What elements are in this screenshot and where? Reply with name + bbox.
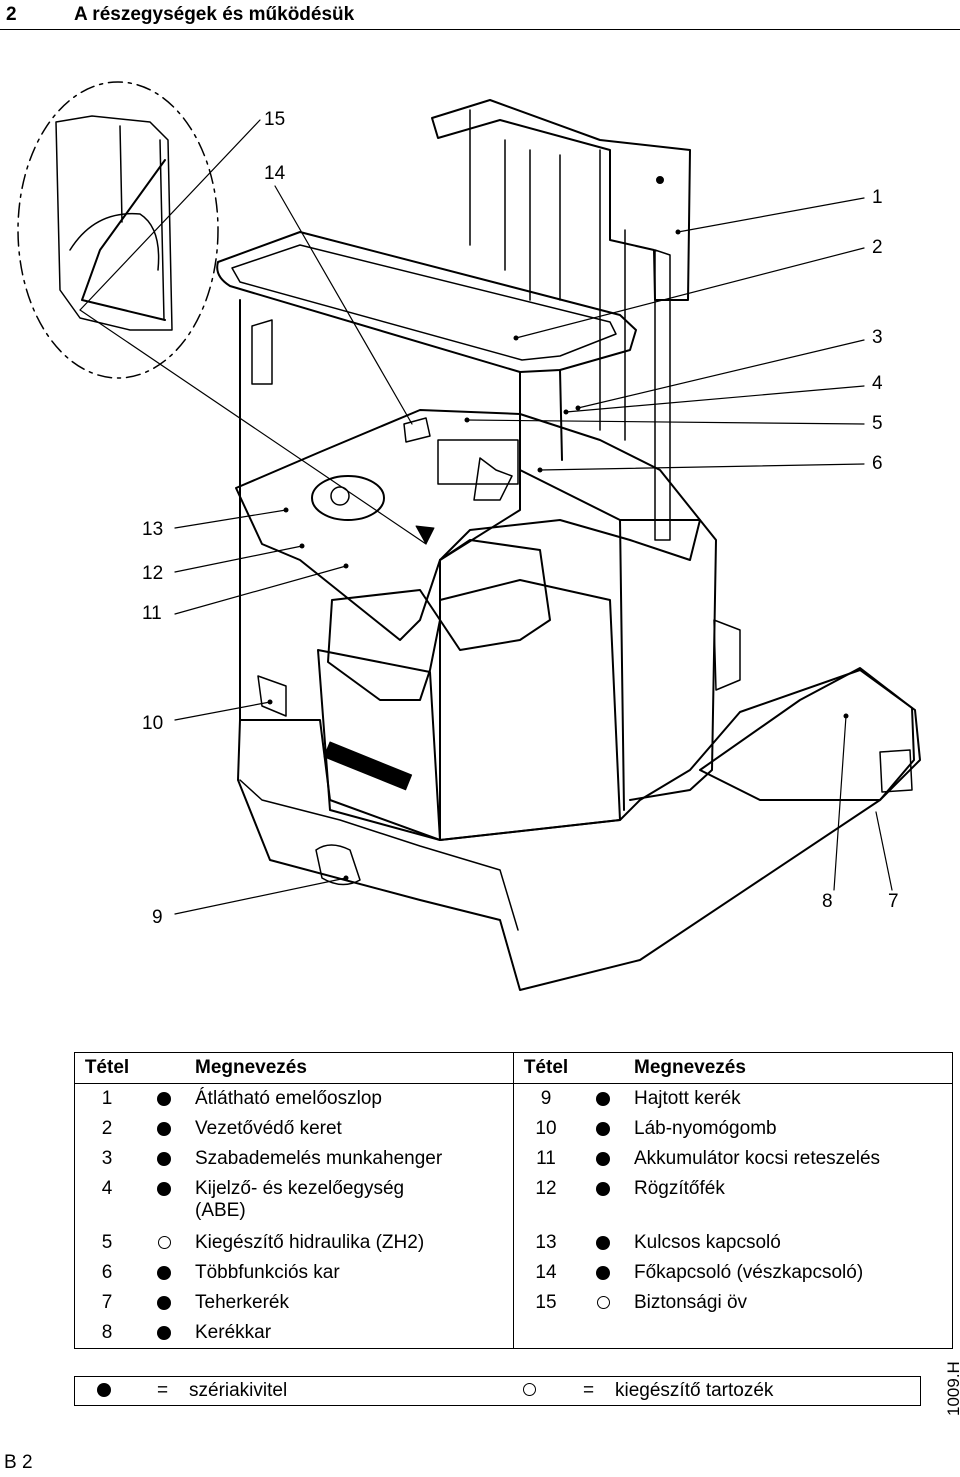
parts-table: Tétel Megnevezés Tétel Megnevezés 1 Átlá… [74,1052,953,1349]
section-number: 2 [6,4,17,25]
serial-dot-icon [157,1265,171,1280]
callout-5: 5 [872,413,883,434]
table-header-row: Tétel Megnevezés Tétel Megnevezés [74,1052,953,1084]
serial-dot-icon [157,1121,171,1136]
forklift-figure: 15 14 1 2 3 4 5 6 13 12 11 10 9 8 7 [0,34,960,1034]
header-item-left: Tétel [74,1052,139,1084]
serial-dot-icon [596,1091,610,1106]
optional-circle-icon [596,1296,610,1310]
serial-dot-icon [157,1295,171,1310]
table-row: 3 Szabademelés munkahenger 11 Akkumuláto… [75,1144,953,1174]
legend-equals-1: = [157,1380,169,1401]
legend-optional-label: kiegészítő tartozék [615,1380,774,1401]
optional-circle-icon [523,1383,536,1396]
table-row: 7 Teherkerék 15 Biztonsági öv [75,1288,953,1318]
serial-dot-icon [596,1235,610,1250]
detail-seat [55,115,173,331]
serial-dot-icon [596,1181,610,1196]
legend-equals-2: = [583,1380,595,1401]
legend-serial-label: szériakivitel [189,1380,288,1401]
callout-10: 10 [142,713,164,734]
callout-2: 2 [872,237,883,258]
callout-3: 3 [872,327,883,348]
optional-circle-icon [157,1236,171,1250]
table-row: 2 Vezetővédő keret 10 Láb-nyomógomb [75,1114,953,1144]
table-row: 6 Többfunkciós kar 14 Főkapcsoló (vészka… [75,1258,953,1288]
callout-14: 14 [264,163,286,184]
serial-dot-icon [596,1265,610,1280]
callout-4: 4 [872,373,883,394]
overhead-guard [216,231,637,373]
serial-dot-icon [97,1383,111,1397]
steering-wheel [311,475,385,521]
page-number: B 2 [4,1452,33,1473]
table-row: 1 Átlátható emelőoszlop 9 Hajtott kerék [75,1083,953,1114]
callout-13: 13 [142,519,164,540]
document-code: 1009.H [944,1361,960,1416]
wheel-arm [699,667,915,801]
header-rule [0,29,960,30]
table-row: 4 Kijelző- és kezelőegység(ABE) 12 Rögzí… [75,1174,953,1228]
callout-1: 1 [872,187,883,208]
table-row: 8 Kerékkar [75,1318,953,1349]
callout-15: 15 [264,109,286,130]
header-item-right: Tétel [513,1052,578,1084]
leader-lines [79,119,893,915]
callout-6: 6 [872,453,883,474]
header-name-right: Megnevezés [628,1052,953,1084]
callout-9: 9 [152,907,163,928]
callout-11: 11 [142,603,162,624]
serial-dot-icon [157,1181,171,1196]
serial-dot-icon [157,1091,171,1106]
page-header: 2 A részegységek és működésük [0,0,960,30]
callout-8: 8 [822,891,833,912]
legend: = szériakivitel = kiegészítő tartozék [74,1376,921,1406]
operator-seat [327,589,441,701]
serial-dot-icon [157,1325,171,1340]
body [237,669,921,991]
serial-dot-icon [157,1151,171,1166]
serial-dot-icon [596,1121,610,1136]
serial-dot-icon [596,1151,610,1166]
detail-circle [17,81,219,379]
callout-12: 12 [142,563,164,584]
dashboard [235,409,701,641]
header-name-left: Megnevezés [189,1052,514,1084]
section-title: A részegységek és működésük [74,4,355,25]
brand-plate [323,741,413,791]
callout-7: 7 [888,891,899,912]
table-row: 5 Kiegészítő hidraulika (ZH2) 13 Kulcsos… [75,1228,953,1258]
forklift-illustration [17,81,921,991]
